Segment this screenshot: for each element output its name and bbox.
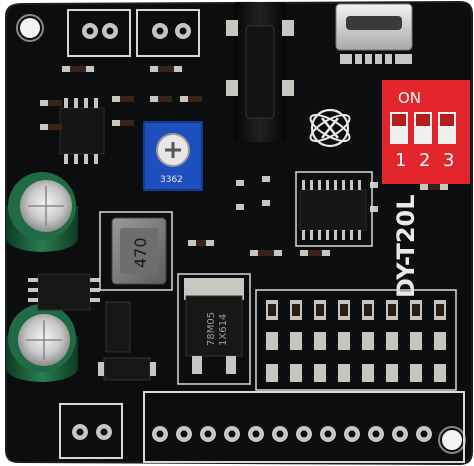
micro-usb-port — [335, 3, 413, 64]
dip-number-2: 2 — [419, 150, 430, 171]
power-inductor: 470 — [111, 217, 167, 285]
brand-logo — [309, 108, 351, 148]
voltage-regulator: 78M05 1X614 — [184, 278, 244, 374]
audio-jack — [226, 2, 294, 142]
smd-resistor-bodies — [268, 304, 444, 316]
model-label: DY-T20L — [392, 194, 420, 298]
blue-potentiometer: 3362 — [143, 121, 203, 191]
dip-number-1: 1 — [395, 150, 406, 171]
scattered-smd-components — [40, 66, 448, 256]
bottom-header-pins — [143, 391, 465, 463]
electrolytic-capacitor-top — [6, 172, 78, 252]
top-terminal-pads — [67, 9, 200, 57]
speaker-terminal-pads — [59, 403, 123, 459]
dip-on-label: ON — [398, 89, 421, 107]
dip-switch: ON 1 2 3 — [382, 80, 470, 184]
dip-number-3: 3 — [443, 150, 454, 171]
soic8-chip — [59, 98, 105, 164]
amplifier-chip — [299, 180, 367, 240]
pot-marking: 3362 — [160, 175, 183, 185]
regulator-marking-1: 78M05 — [206, 312, 217, 346]
smd-diodes — [98, 301, 156, 381]
regulator-marking-2: 1X614 — [218, 314, 229, 346]
mounting-holes — [16, 14, 466, 454]
small-chip-left — [28, 273, 100, 311]
silkscreen-outlines — [99, 171, 457, 391]
electrolytic-capacitor-bottom — [6, 304, 78, 382]
inductor-marking: 470 — [131, 237, 150, 268]
